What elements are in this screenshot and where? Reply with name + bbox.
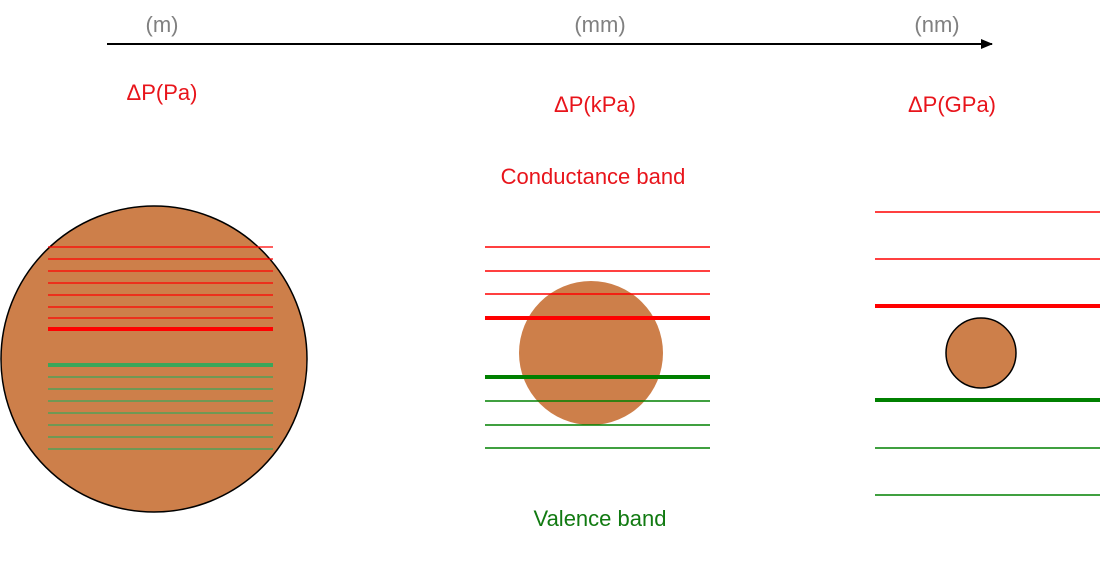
scale-label-mm: (mm)	[574, 12, 625, 37]
large-particle	[0, 205, 308, 513]
panel-micro-scale	[485, 246, 710, 449]
pressure-label-pa: ΔP(Pa)	[127, 80, 198, 105]
small-particle	[945, 317, 1017, 389]
conductance-band-label: Conductance band	[501, 164, 686, 189]
scale-label-m: (m)	[146, 12, 179, 37]
pressure-label-gpa: ΔP(GPa)	[908, 92, 996, 117]
medium-particle	[519, 281, 663, 425]
panel-nano-scale	[875, 211, 1100, 496]
panel-macro-scale	[0, 205, 308, 513]
pressure-label-kpa: ΔP(kPa)	[554, 92, 636, 117]
valence-band-label: Valence band	[534, 506, 667, 531]
scale-label-nm: (nm)	[914, 12, 959, 37]
